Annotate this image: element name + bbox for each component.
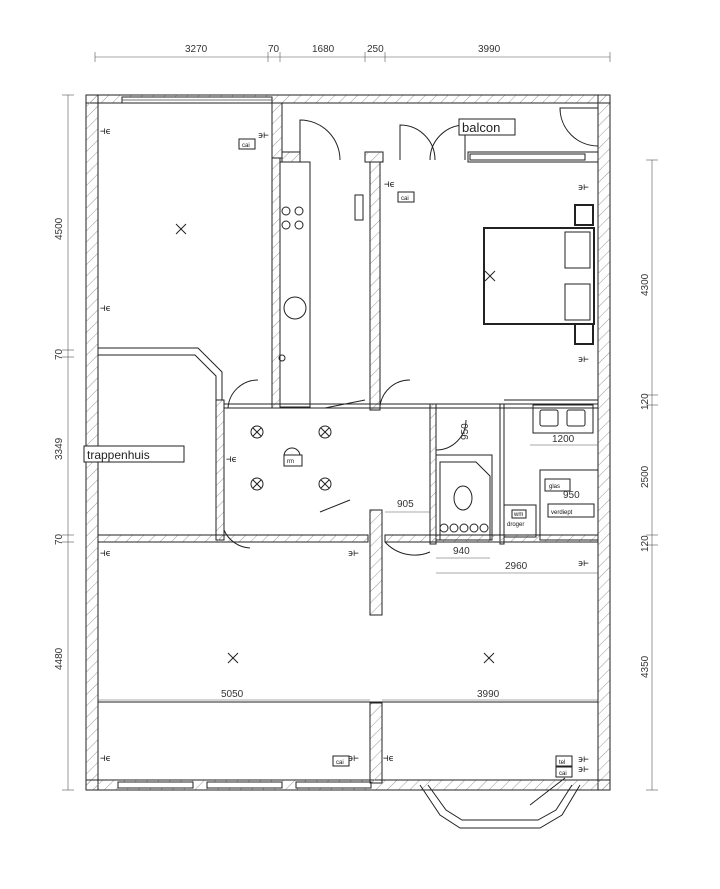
dim-3990-interior: 3990 <box>477 689 500 700</box>
label-cai-4: cai <box>559 771 567 777</box>
dim-left-1: 4500 <box>54 217 65 240</box>
kitchen-counter <box>278 161 364 408</box>
top-dimension-chain: 3270 70 1680 250 3990 <box>94 44 611 62</box>
svg-text:϶⊢: ϶⊢ <box>578 559 589 569</box>
ceiling-lights <box>175 223 496 664</box>
svg-text:⊣ϵ: ⊣ϵ <box>100 304 111 314</box>
dim-5050: 5050 <box>221 689 244 700</box>
label-cai-2: cai <box>401 196 409 202</box>
dim-right-5: 4350 <box>640 655 651 678</box>
dim-905: 905 <box>397 499 414 510</box>
svg-text:⊣ϵ: ⊣ϵ <box>100 754 111 764</box>
dim-left-5: 4480 <box>54 647 65 670</box>
svg-text:϶⊢: ϶⊢ <box>578 355 589 365</box>
dim-right-1: 4300 <box>640 273 651 296</box>
dim-left-2: 70 <box>54 348 65 360</box>
dim-top-1: 3270 <box>185 44 208 55</box>
svg-text:϶⊢: ϶⊢ <box>578 765 589 775</box>
dim-right-3: 2500 <box>640 465 651 488</box>
label-balcon: balcon <box>462 120 500 135</box>
interior-walls <box>97 102 599 784</box>
svg-text:⊣ϵ: ⊣ϵ <box>100 549 111 559</box>
power-outlets: ⊣ϵ ⊣ϵ ⊣ϵ ⊣ϵ ϶⊢ ϶⊢ ⊣ϵ ϶⊢ ϶⊢ ϶⊢ ⊣ϵ ⊣ϵ ϶⊢ ϶… <box>100 127 589 775</box>
outer-walls <box>85 94 611 791</box>
label-rm: rm <box>287 459 294 465</box>
interior-dimensions: 1200 950 950 905 940 2960 5050 3990 <box>98 423 598 701</box>
svg-text:϶⊢: ϶⊢ <box>348 754 359 764</box>
dim-right-2: 120 <box>640 393 651 410</box>
label-trappenhuis: trappenhuis <box>87 448 150 462</box>
svg-text:϶⊢: ϶⊢ <box>348 549 359 559</box>
svg-text:⊣ϵ: ⊣ϵ <box>384 180 395 190</box>
dim-top-4: 250 <box>367 44 384 55</box>
dim-top-5: 3990 <box>478 44 501 55</box>
dim-right-4: 120 <box>640 535 651 552</box>
bathroom-fixtures <box>439 404 594 541</box>
label-glas: glas <box>549 484 560 490</box>
left-dimension-chain: 4500 70 3349 70 4480 <box>54 94 74 791</box>
label-tel: tel <box>559 760 565 766</box>
dim-top-3: 1680 <box>312 44 335 55</box>
dim-950-vertical: 950 <box>460 423 471 440</box>
label-cai-3: cai <box>336 760 344 766</box>
right-dimension-chain: 4300 120 2500 120 4350 <box>640 159 658 791</box>
dim-2960: 2960 <box>505 561 528 572</box>
svg-text:⊣ϵ: ⊣ϵ <box>100 127 111 137</box>
label-wm: wm <box>513 512 523 518</box>
double-bed <box>483 204 595 345</box>
dim-1200: 1200 <box>552 434 575 445</box>
dim-940: 940 <box>453 546 470 557</box>
bay-window <box>419 777 581 829</box>
dim-950-horizontal: 950 <box>563 490 580 501</box>
dim-top-2: 70 <box>268 44 280 55</box>
svg-text:϶⊢: ϶⊢ <box>258 131 269 141</box>
svg-text:⊣ϵ: ⊣ϵ <box>226 455 237 465</box>
svg-text:϶⊢: ϶⊢ <box>578 183 589 193</box>
label-verdiept: verdiept <box>551 510 573 516</box>
dim-left-3: 3349 <box>54 437 65 460</box>
room-labels: balcon trappenhuis rm glas verdiept wm d… <box>83 118 595 778</box>
label-droger: droger <box>507 522 524 528</box>
svg-text:϶⊢: ϶⊢ <box>578 755 589 765</box>
label-cai-1: cai <box>242 143 250 149</box>
dim-left-4: 70 <box>54 533 65 545</box>
svg-text:⊣ϵ: ⊣ϵ <box>383 754 394 764</box>
